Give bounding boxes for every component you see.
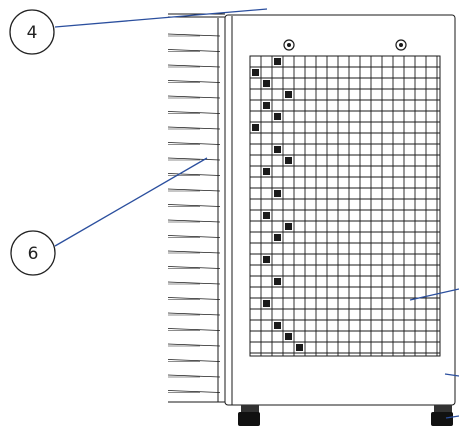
grille-shadow-cell: [274, 278, 281, 285]
fin: [167, 219, 221, 223]
fin: [167, 188, 221, 192]
grille-shadow-cell: [263, 300, 270, 307]
fin: [167, 80, 221, 83]
leader-line-right-c: [445, 415, 459, 419]
foot-left: [238, 405, 260, 426]
grille-shadow-cells: [252, 58, 303, 351]
fin-array: [167, 33, 221, 393]
fin: [167, 281, 221, 285]
grille-shadow-cell: [274, 234, 281, 241]
grille-shadow-cell: [285, 91, 292, 98]
grille-shadow-cell: [263, 102, 270, 109]
fin: [167, 359, 221, 362]
callout-6: 6: [10, 230, 56, 276]
fin: [167, 111, 221, 114]
fin: [167, 126, 221, 130]
grille-shadow-cell: [274, 190, 281, 197]
callout-4-label: 4: [27, 23, 38, 43]
leader-line-top: [54, 8, 268, 28]
grille-shadow-cell: [285, 157, 292, 164]
fin: [167, 33, 221, 37]
fin: [167, 390, 221, 393]
fin: [167, 173, 221, 176]
fin: [167, 374, 221, 378]
fin: [167, 235, 221, 238]
callout-6-label: 6: [28, 244, 39, 264]
grille-shadow-cell: [285, 223, 292, 230]
grille-shadow-cell: [263, 80, 270, 87]
mounting-bolt-right: [395, 39, 407, 51]
cabinet-body: [168, 13, 456, 406]
leader-line-right-b: [444, 373, 459, 377]
foot-right: [431, 405, 453, 426]
fin: [167, 343, 221, 347]
leader-line-left: [54, 157, 208, 247]
grille-mesh: [249, 55, 440, 356]
fin: [167, 95, 221, 99]
fin: [167, 328, 221, 331]
callout-4: 4: [9, 9, 55, 55]
grille-shadow-cell: [274, 113, 281, 120]
grille-shadow-cell: [263, 168, 270, 175]
grille-shadow-cell: [274, 146, 281, 153]
fin: [167, 266, 221, 269]
grille-shadow-cell: [274, 322, 281, 329]
cabinet-outline: [224, 14, 456, 406]
leader-line-right-a: [409, 288, 459, 301]
grille-shadow-cell: [252, 124, 259, 131]
grille-shadow-cell: [285, 333, 292, 340]
grille-shadow-cell: [252, 69, 259, 76]
fin: [167, 157, 221, 161]
fin: [167, 64, 221, 68]
grille-shadow-cell: [263, 212, 270, 219]
fin: [167, 142, 221, 145]
fin: [167, 204, 221, 207]
fin: [167, 297, 221, 300]
front-grille: [249, 55, 441, 357]
fin: [167, 250, 221, 254]
fin: [167, 49, 221, 52]
grille-shadow-cell: [296, 344, 303, 351]
grille-shadow-cell: [263, 256, 270, 263]
mounting-bolt-left: [283, 39, 295, 51]
grille-shadow-cell: [274, 58, 281, 65]
fin: [167, 312, 221, 316]
